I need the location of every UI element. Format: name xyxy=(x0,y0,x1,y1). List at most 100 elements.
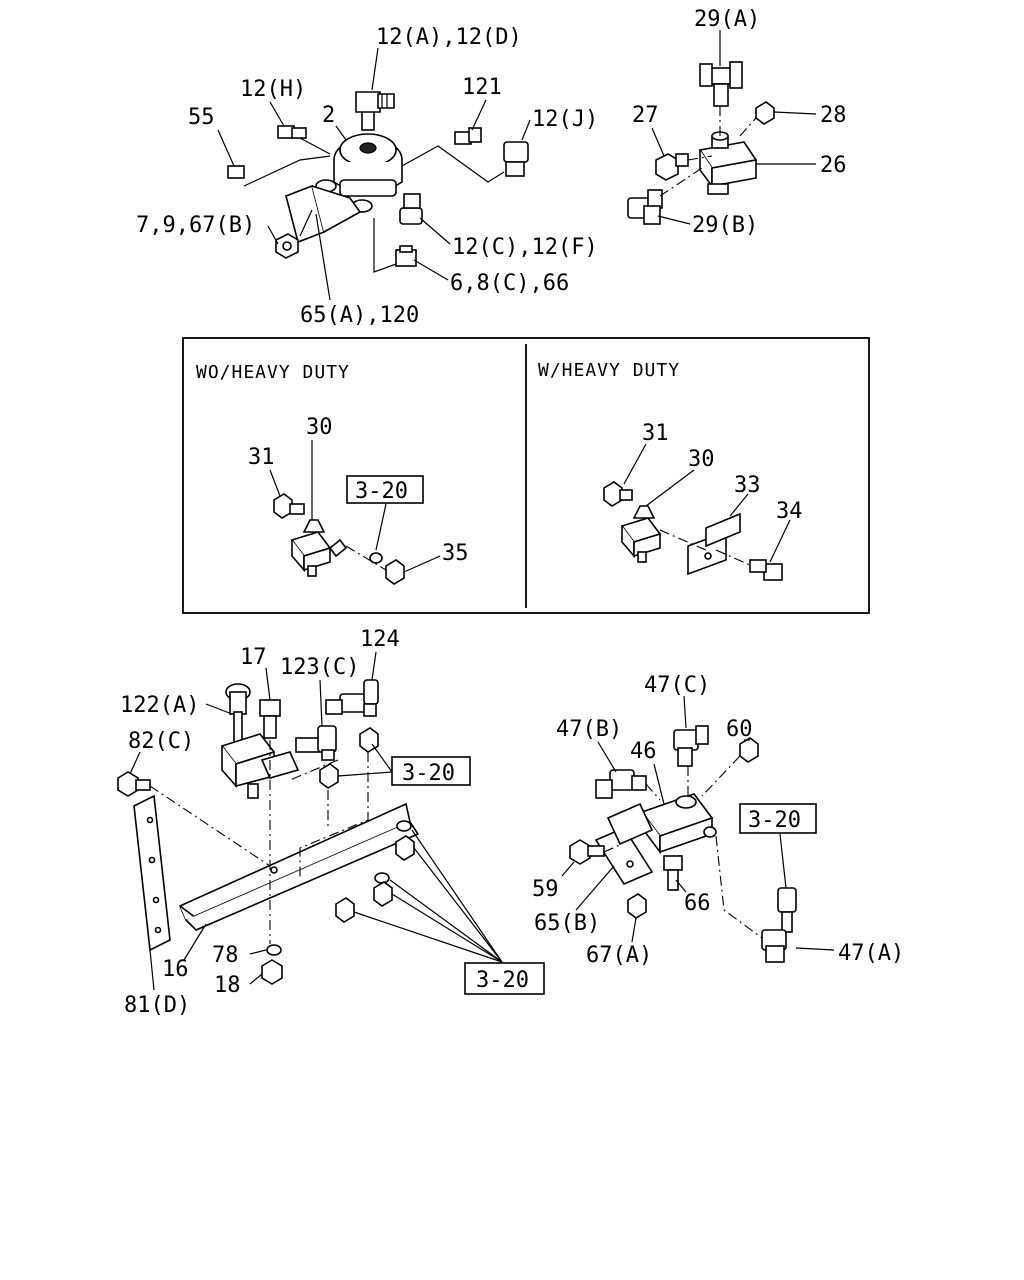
bracket-65a-part xyxy=(285,184,362,244)
plug-55-part xyxy=(227,165,245,179)
hand-valve-assembly-bottom-left xyxy=(117,679,420,985)
bottom-right-labels: 47(C) 60 47(B) 46 3-20 59 66 65(B) 67(A)… xyxy=(532,673,904,968)
nut-d-part xyxy=(373,881,393,907)
valve-assembly-top-left xyxy=(227,91,529,273)
label-30-right: 30 xyxy=(688,447,715,472)
nut-7-part xyxy=(275,233,299,259)
label-7967b: 7,9,67(B) xyxy=(136,213,255,238)
label-47b: 47(B) xyxy=(556,717,622,742)
label-47c: 47(C) xyxy=(644,673,710,698)
label-78: 78 xyxy=(212,943,239,968)
label-122a: 122(A) xyxy=(120,693,199,718)
label-2: 2 xyxy=(322,103,335,128)
label-29b: 29(B) xyxy=(692,213,758,238)
bracket-33-part xyxy=(687,512,741,576)
nut-67a-part xyxy=(627,893,647,919)
top-right-labels: 29(A) 27 28 26 29(B) xyxy=(632,7,847,238)
bolt-27-part xyxy=(655,153,689,181)
nut-a-part xyxy=(319,763,339,789)
fitting-31-left-part xyxy=(273,493,305,519)
label-46: 46 xyxy=(630,739,657,764)
fitting-31-right-part xyxy=(603,481,633,507)
bottom-left-labels: 124 17 123(C) 122(A) 82(C) 3-20 78 16 18… xyxy=(120,627,545,1018)
label-55: 55 xyxy=(188,105,215,130)
wo-heavy-duty-title: WO/HEAVY DUTY xyxy=(196,362,350,383)
label-66: 66 xyxy=(684,891,711,916)
label-123c: 123(C) xyxy=(280,655,359,680)
ref-b-text: 3-20 xyxy=(476,968,529,993)
label-82c: 82(C) xyxy=(128,729,194,754)
label-124: 124 xyxy=(360,627,400,652)
ref-box-left xyxy=(346,475,424,504)
fitting-82c-part xyxy=(117,771,151,797)
bolt-34-part xyxy=(749,559,783,581)
fitting-47a-part xyxy=(761,887,797,963)
ref-left-text: 3-20 xyxy=(355,479,408,504)
valve-assembly-bottom-right xyxy=(569,725,797,963)
label-12cf: 12(C),12(F) xyxy=(452,235,598,260)
label-68c66: 6,8(C),66 xyxy=(450,271,569,296)
nut-35-part xyxy=(385,559,405,585)
variants-box: WO/HEAVY DUTY W/HEAVY DUTY 3-20 30 31 35 xyxy=(182,337,870,614)
nut-c-part xyxy=(395,835,415,861)
ref-box-c xyxy=(739,803,817,834)
fitting-12h-part xyxy=(277,125,307,139)
label-59: 59 xyxy=(532,877,559,902)
valve-30-left-part xyxy=(290,519,348,577)
w-heavy-duty-title: W/HEAVY DUTY xyxy=(538,360,680,381)
label-31-right: 31 xyxy=(642,421,669,446)
top-left-labels: 12(A),12(D) 12(H) 121 55 2 12(J) 7,9,67(… xyxy=(136,25,598,328)
bolt-17-part xyxy=(259,699,281,739)
label-81d: 81(D) xyxy=(124,993,190,1018)
nut-18-part xyxy=(261,959,283,985)
washer-2-part xyxy=(374,872,390,884)
nut-28-part xyxy=(755,101,775,125)
ref-a-text: 3-20 xyxy=(402,761,455,786)
bolt-59-part xyxy=(569,839,605,865)
label-12h: 12(H) xyxy=(240,77,306,102)
fitting-121-part xyxy=(454,127,482,145)
plate-16-part xyxy=(178,802,420,931)
valve-46-part xyxy=(640,793,717,855)
hand-valve-122-part xyxy=(220,683,300,799)
bolt-6-part xyxy=(395,245,417,267)
label-12j: 12(J) xyxy=(532,107,598,132)
label-34: 34 xyxy=(776,499,803,524)
washer-1-part xyxy=(396,820,412,832)
bracket-65b-part xyxy=(594,802,654,886)
ref-box-b xyxy=(464,962,545,995)
label-18: 18 xyxy=(214,973,241,998)
label-12ad: 12(A),12(D) xyxy=(376,25,522,50)
label-35: 35 xyxy=(442,541,469,566)
label-30-left: 30 xyxy=(306,415,333,440)
label-47a: 47(A) xyxy=(838,941,904,966)
elbow-47c-part xyxy=(673,725,709,767)
label-28: 28 xyxy=(820,103,847,128)
elbow-124-part xyxy=(325,679,379,717)
label-29a: 29(A) xyxy=(694,7,760,32)
label-27: 27 xyxy=(632,103,659,128)
elbow-47b-part xyxy=(595,769,647,799)
label-65a120: 65(A),120 xyxy=(300,303,419,328)
label-121: 121 xyxy=(462,75,502,100)
elbow-12j-part xyxy=(503,141,529,177)
tee-fitting-29a-part xyxy=(699,61,743,107)
valve-assembly-top-right xyxy=(627,61,775,225)
label-26: 26 xyxy=(820,153,847,178)
washer-left-part xyxy=(369,552,383,564)
elbow-123c-part xyxy=(295,725,337,761)
elbow-12c-part xyxy=(399,193,423,225)
label-31-left: 31 xyxy=(248,445,275,470)
bolt-66-part xyxy=(663,855,683,891)
nut-e-part xyxy=(335,897,355,923)
bracket-81d-part xyxy=(133,794,171,952)
ref-box-a xyxy=(391,756,471,786)
label-60: 60 xyxy=(726,717,753,742)
elbow-fitting-part xyxy=(355,91,395,131)
label-67a: 67(A) xyxy=(586,943,652,968)
label-16: 16 xyxy=(162,957,189,982)
label-17: 17 xyxy=(240,645,267,670)
relay-valve-part xyxy=(315,133,403,213)
valve-30-right-part xyxy=(620,505,662,563)
